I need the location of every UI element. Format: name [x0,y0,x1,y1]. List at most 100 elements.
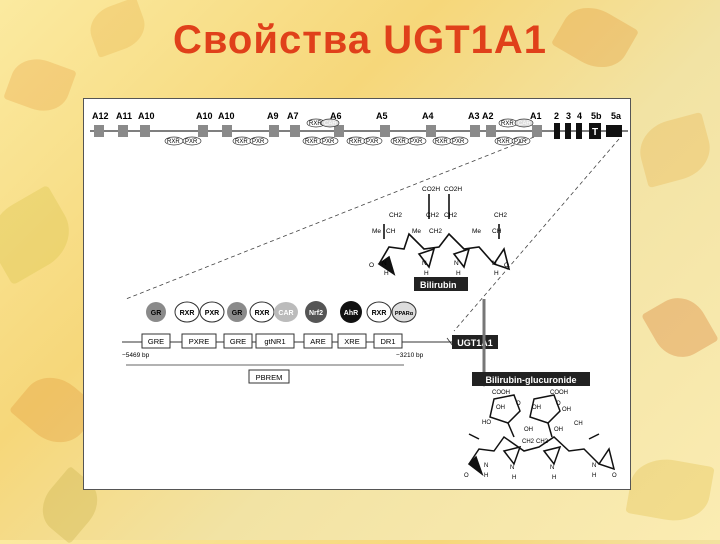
position-right: −3210 bp [396,352,424,359]
exon-box [565,123,571,139]
receptor-label: PXR [185,139,198,145]
svg-text:H: H [592,473,596,479]
svg-text:H: H [512,475,516,481]
svg-text:CH2: CH2 [522,439,535,445]
product-label: Bilirubin-glucuronide [486,375,577,385]
svg-text:N: N [422,260,427,267]
exon-box [118,125,128,137]
svg-text:OH: OH [524,427,533,433]
receptor-label: RXR [501,121,514,127]
promoter-region: GR RXR PXR GR RXR CAR Nrf2 AhR RXR PPARα… [122,301,498,384]
exon-label: A10 [218,111,235,121]
svg-text:CO2H: CO2H [444,186,462,193]
receptor-label: CAR [324,121,337,127]
svg-text:N: N [484,463,488,469]
svg-text:N: N [454,260,459,267]
receptor-label: PXR [452,139,465,145]
receptor-label: RXR [235,139,248,145]
exon-box [554,123,560,139]
exon-box [94,125,104,137]
svg-text:O: O [556,401,561,407]
exon-label: A11 [116,111,132,121]
exon-label: A5 [376,111,388,121]
svg-text:H: H [552,475,556,481]
svg-text:Me: Me [372,228,381,235]
svg-text:H: H [456,270,461,277]
svg-text:N: N [382,260,387,267]
svg-text:Me: Me [472,228,481,235]
exon-box [426,125,436,137]
exon-label: A10 [196,111,213,121]
svg-text:CH2: CH2 [389,212,402,219]
guide-line [125,136,535,300]
receptor-label: RXR [435,139,448,145]
exon-box [334,125,344,137]
exon-box [290,125,300,137]
svg-text:O: O [516,401,521,407]
receptor-pxr: PXR [205,310,219,317]
gene-locus: A12 A11 A10 A10 A10 A9 A7 A6 A5 A4 A3 A2… [90,111,628,146]
exon-label: A10 [138,111,155,121]
receptor-label: PXR [252,139,265,145]
svg-text:N: N [510,465,514,471]
position-left: −5469 bp [122,352,150,359]
receptor-label: CAR [518,121,531,127]
exon-label: 4 [577,111,582,121]
glucuronide-structure [467,394,616,477]
gene-label: UGT1A1 [457,338,493,348]
svg-text:COOH: COOH [550,390,568,396]
exon-label: A4 [422,111,434,121]
receptor-rxr: RXR [180,310,195,317]
receptor-gr: GR [232,310,243,317]
svg-text:HO: HO [482,420,491,426]
exon-label: 3 [566,111,571,121]
svg-text:CH2: CH2 [426,212,439,219]
exon-box [589,123,601,139]
receptor-car: CAR [278,310,293,317]
svg-text:OH: OH [532,405,541,411]
element-gre: GRE [230,337,246,346]
exon-box [198,125,208,137]
svg-text:H: H [494,270,499,277]
element-gtnr1: gtNR1 [264,337,285,346]
svg-text:CH2: CH2 [494,212,507,219]
svg-text:CH: CH [386,228,396,235]
exon-box [222,125,232,137]
element-pxre: PXRE [189,337,209,346]
element-xre: XRE [344,337,359,346]
exon-label: 2 [554,111,559,121]
receptor-label: PXR [366,139,379,145]
receptor-ppar: PPARα [395,311,414,317]
exon-label: A1 [530,111,542,121]
receptor-label: RXR [305,139,318,145]
receptor-nrf2: Nrf2 [309,310,323,317]
svg-text:OH: OH [496,405,505,411]
pbrem-label: PBREM [256,373,283,382]
svg-text:CH2: CH2 [429,228,442,235]
ugt1a1-diagram: A12 A11 A10 A10 A10 A9 A7 A6 A5 A4 A3 A2… [90,111,628,481]
svg-text:H: H [384,270,389,277]
svg-text:CH: CH [492,228,502,235]
svg-text:O: O [504,262,509,269]
exon-box [532,125,542,137]
exon-label: 5b [591,111,602,121]
receptor-label: RXR [309,121,322,127]
exon-label: 5a [611,111,622,121]
exon-label: A9 [267,111,279,121]
svg-text:H: H [484,473,488,479]
bilirubin-label: Bilirubin [420,280,457,290]
svg-text:N: N [592,463,596,469]
svg-text:COOH: COOH [492,390,510,396]
figure-panel: A12 A11 A10 A10 A10 A9 A7 A6 A5 A4 A3 A2… [83,98,631,490]
exon-label: A3 [468,111,480,121]
element-are: ARE [310,337,325,346]
exon-box [140,125,150,137]
bilirubin-structure [377,194,511,276]
product-label-box [472,372,590,386]
svg-text:H: H [424,270,429,277]
receptor-label: PXR [322,139,335,145]
svg-text:OH: OH [562,407,571,413]
receptor-gr: GR [151,310,162,317]
receptor-label: RXR [497,139,510,145]
receptor-label: PXR [410,139,423,145]
